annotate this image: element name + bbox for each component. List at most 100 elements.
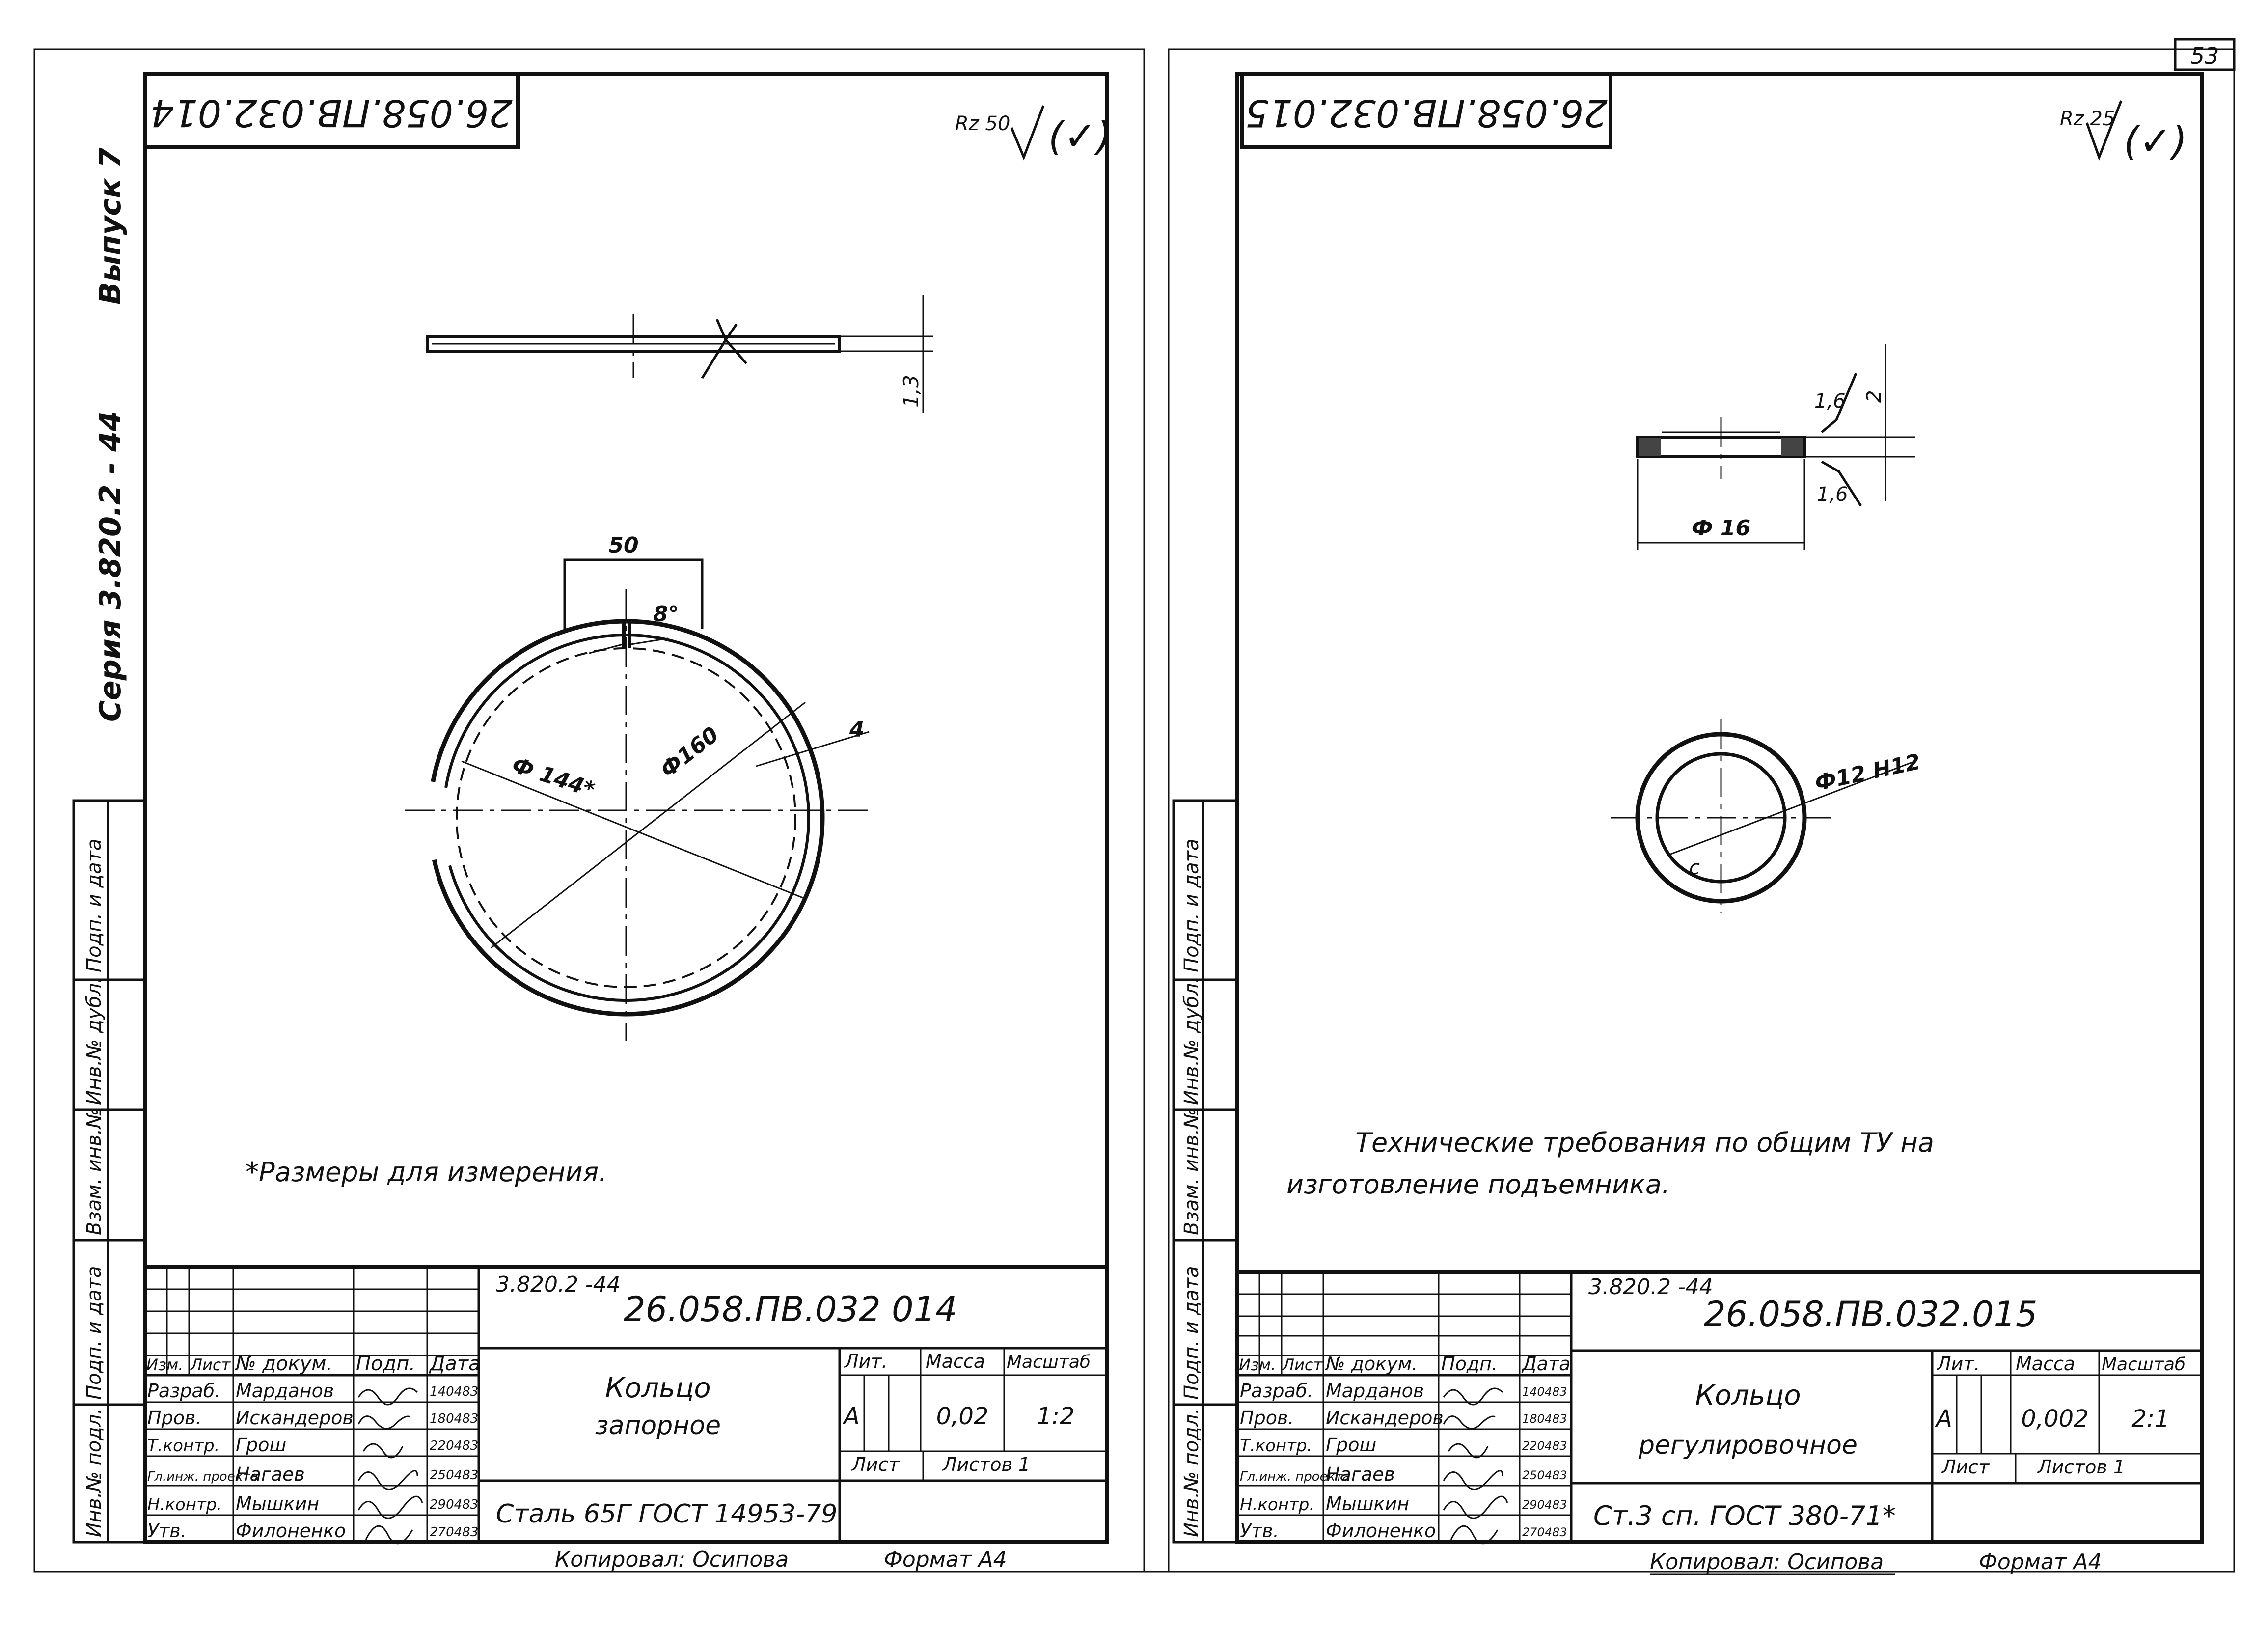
margin2-col-4: Подп. и дата [1180, 1266, 1203, 1400]
sheet1-role-2: Т.контр. [147, 1436, 219, 1456]
sheet1-hdr-doc: № докум. [235, 1353, 332, 1375]
margin2-col-1: Подп. и дата [1180, 839, 1203, 972]
sheet1-role-4: Н.контр. [147, 1495, 222, 1515]
sheet-2: 26.058.ПВ.032.015 Rz 25 (✓) 2 1,6 1,6 [1235, 72, 2204, 1575]
sheet1-dim-slot-width: 50 [608, 533, 638, 558]
sheet2-date-1: 180483 [1522, 1412, 1567, 1426]
sheet1-date-2: 220483 [430, 1438, 478, 1453]
sheet2-sheet-label: Лист [1941, 1456, 1990, 1478]
sheet1-date-1: 180483 [430, 1411, 478, 1426]
sheet1-name-3: Нагаев [236, 1464, 305, 1485]
sheet1-signatures [357, 1387, 423, 1545]
sheet1-series-ref: 3.820.2 -44 [496, 1272, 621, 1297]
sheet1-date-3: 250483 [430, 1468, 478, 1483]
sheet1-date-0: 140483 [430, 1384, 478, 1399]
sheet1-name-2: Грош [236, 1434, 286, 1456]
margin2-col-5: Инв.№ подл. [1180, 1408, 1203, 1537]
sheet1-name-0: Марданов [236, 1380, 334, 1402]
sheet1-title-block: 3.820.2 -44 26.058.ПВ.032 014 Изм. Лист … [145, 1265, 1107, 1545]
sheet1-scale-value: 1:2 [1037, 1403, 1074, 1430]
sheet2-role-2: Т.контр. [1240, 1436, 1312, 1456]
sheet1-mass-value: 0,02 [936, 1403, 989, 1430]
sheet2-signatures [1443, 1387, 1508, 1545]
sheet1-rotated-code: 26.058.ПВ.032.014 [150, 91, 513, 135]
sheet2-hdr-izm: Изм. [1239, 1355, 1276, 1374]
sheet1-mass-label: Масса [926, 1351, 985, 1372]
middle-margin: Подп. и дата Инв.№ дубл. Взам. инв.№ Под… [1172, 799, 1239, 1544]
sheet1-dim-d-inner: Ф 144* [509, 752, 598, 802]
sheet1-hdr-date: Дата [429, 1353, 481, 1375]
sheet1-doc-code: 26.058.ПВ.032 014 [624, 1289, 957, 1329]
page-number-box: 53 [2174, 38, 2236, 71]
sheet2-doc-code: 26.058.ПВ.032.015 [1704, 1294, 2038, 1334]
sheet1-hdr-izm: Изм. [146, 1355, 183, 1374]
sheet2-hdr-list: Лист [1282, 1355, 1323, 1374]
sheet2-scale-label: Масштаб [2102, 1355, 2186, 1375]
sheet1-copied: Копировал: Осипова [555, 1547, 789, 1572]
sheet1-lit-label: Лит. [844, 1351, 888, 1372]
sheet2-dim-thick: 2 [1863, 390, 1885, 403]
sheet2-role-1: Пров. [1240, 1407, 1294, 1429]
sheet2-role-3: Гл.инж. проекта [1240, 1469, 1350, 1484]
sheet2-format: Формат А4 [1979, 1549, 2102, 1575]
margin-col-3: Взам. инв.№ [83, 1108, 106, 1235]
sheet2-role-0: Разраб. [1240, 1380, 1313, 1402]
sheet1-role-3: Гл.инж. проекта [147, 1469, 258, 1484]
sheet2-rotated-code: 26.058.ПВ.032.015 [1245, 91, 1608, 135]
sheet2-note-1: Технические требования по общим ТУ на [1355, 1127, 1934, 1158]
sheet2-date-3: 250483 [1522, 1468, 1567, 1482]
sheet2-name-1: Искандеров [1326, 1407, 1444, 1429]
sheet2-dim-d-outer: Ф 16 [1692, 516, 1750, 541]
sheet1-note: *Размеры для измерения. [246, 1157, 607, 1188]
sheet2-lit-label: Лит. [1936, 1353, 1980, 1375]
sheet2-hdr-sign: Подп. [1441, 1353, 1498, 1375]
sheet2-part-name-2: регулировочное [1638, 1431, 1858, 1460]
sheet1-material: Сталь 65Г ГОСТ 14953-79 [496, 1499, 837, 1529]
sheet1-part-name-2: запорное [595, 1411, 721, 1440]
sheet2-name-4: Мышкин [1326, 1493, 1409, 1515]
sheet2-mass-label: Масса [2016, 1353, 2075, 1375]
sheet1-ring-front-view: 50 8° Ф 144* Ф160 4 [405, 533, 874, 1041]
sheet1-dim-width: 4 [849, 717, 865, 742]
sheet1-role-1: Пров. [147, 1407, 201, 1429]
sheet2-date-2: 220483 [1522, 1439, 1567, 1453]
sheet2-mass-value: 0,002 [2021, 1405, 2088, 1433]
sheet2-roughness: Rz 25 (✓) [2060, 100, 2187, 164]
sheet1-scale-label: Масштаб [1007, 1352, 1091, 1372]
sheet2-scale-value: 2:1 [2131, 1405, 2169, 1433]
sheet2-hdr-doc: № докум. [1325, 1353, 1418, 1375]
sheet1-hdr-list: Лист [190, 1355, 231, 1374]
sheet1-hdr-sign: Подп. [356, 1353, 415, 1375]
sheet2-lit-value: А [1935, 1405, 1952, 1433]
sheet1-format: Формат А4 [884, 1547, 1007, 1572]
sheet2-sheets-label: Листов 1 [2037, 1456, 2125, 1478]
sheet1-roughness: Rz 50 (✓) [955, 105, 1112, 161]
sheet2-date-0: 140483 [1522, 1385, 1567, 1399]
sheet1-sheets-label: Листов 1 [942, 1454, 1030, 1475]
sheet2-dim-chamfer: с [1689, 857, 1700, 879]
sheet1-roughness-label: Rz 50 [955, 112, 1010, 135]
sheet2-dim-r1: 1,6 [1814, 390, 1846, 413]
margin2-col-3: Взам. инв.№ [1180, 1108, 1203, 1235]
sheet2-section-view: 2 1,6 1,6 Ф 16 [1636, 344, 1915, 550]
sheet2-hdr-date: Дата [1521, 1353, 1570, 1375]
page-number: 53 [2190, 43, 2219, 69]
sheet1-role-5: Утв. [147, 1520, 187, 1542]
sheet2-dim-r2: 1,6 [1817, 483, 1848, 506]
sheet1-name-1: Искандеров [236, 1407, 354, 1429]
sheet1-side-view: 1,3 [426, 295, 933, 413]
sheet1-part-name-1: Кольцо [605, 1372, 710, 1404]
sheet1-date-4: 290483 [430, 1497, 478, 1512]
sheet2-series-ref: 3.820.2 -44 [1588, 1274, 1713, 1300]
left-margin: Выпуск 7 Серия 3.820.2 - 44 Подп. и дата… [72, 147, 146, 1544]
sheet1-sheet-label: Лист [851, 1454, 900, 1475]
sheet1-name-4: Мышкин [236, 1493, 319, 1515]
sheet1-date-5: 270483 [430, 1525, 478, 1540]
sheet2-name-3: Нагаев [1326, 1464, 1395, 1485]
sheet2-part-name-1: Кольцо [1695, 1380, 1801, 1411]
sheet1-name-5: Филоненко [236, 1520, 346, 1542]
sheet2-role-4: Н.контр. [1240, 1495, 1314, 1515]
margin-col-4: Подп. и дата [83, 1266, 106, 1400]
sheet2-name-2: Грош [1326, 1434, 1376, 1456]
